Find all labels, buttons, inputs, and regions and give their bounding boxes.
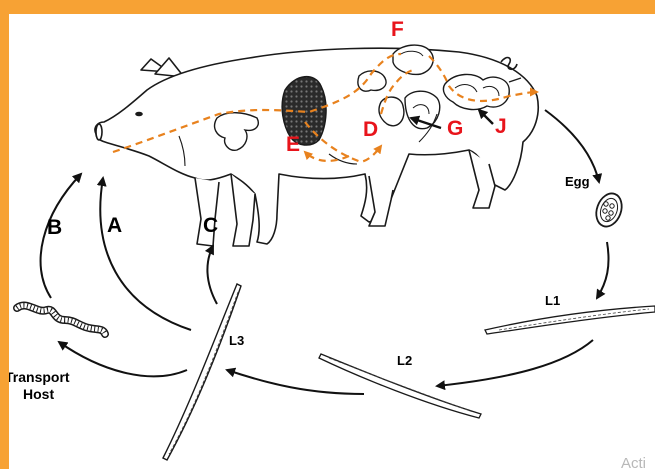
label-e: E (286, 133, 300, 156)
label-f: F (391, 18, 404, 41)
label-l1: L1 (545, 293, 560, 308)
label-transport: Transport (9, 369, 70, 385)
label-l2: L2 (397, 353, 412, 368)
label-a: A (107, 214, 122, 237)
stomach-icon (393, 45, 433, 74)
diagram-canvas: F E D G J B A C Egg L1 L2 L3 Transport H… (9, 14, 655, 469)
activation-watermark: Acti (621, 455, 646, 469)
label-egg: Egg (565, 174, 590, 189)
earthworm-icon (17, 305, 105, 334)
larva-l3 (163, 284, 241, 460)
egg-icon (592, 190, 626, 230)
label-b: B (47, 216, 62, 239)
label-d: D (363, 118, 378, 141)
label-host: Host (23, 386, 54, 402)
larva-l1 (485, 306, 655, 334)
label-j: J (495, 115, 507, 138)
lifecycle-diagram: F E D G J B A C Egg L1 L2 L3 Transport H… (9, 14, 655, 469)
label-g: G (447, 117, 463, 140)
label-l3: L3 (229, 333, 244, 348)
label-c: C (203, 214, 218, 237)
